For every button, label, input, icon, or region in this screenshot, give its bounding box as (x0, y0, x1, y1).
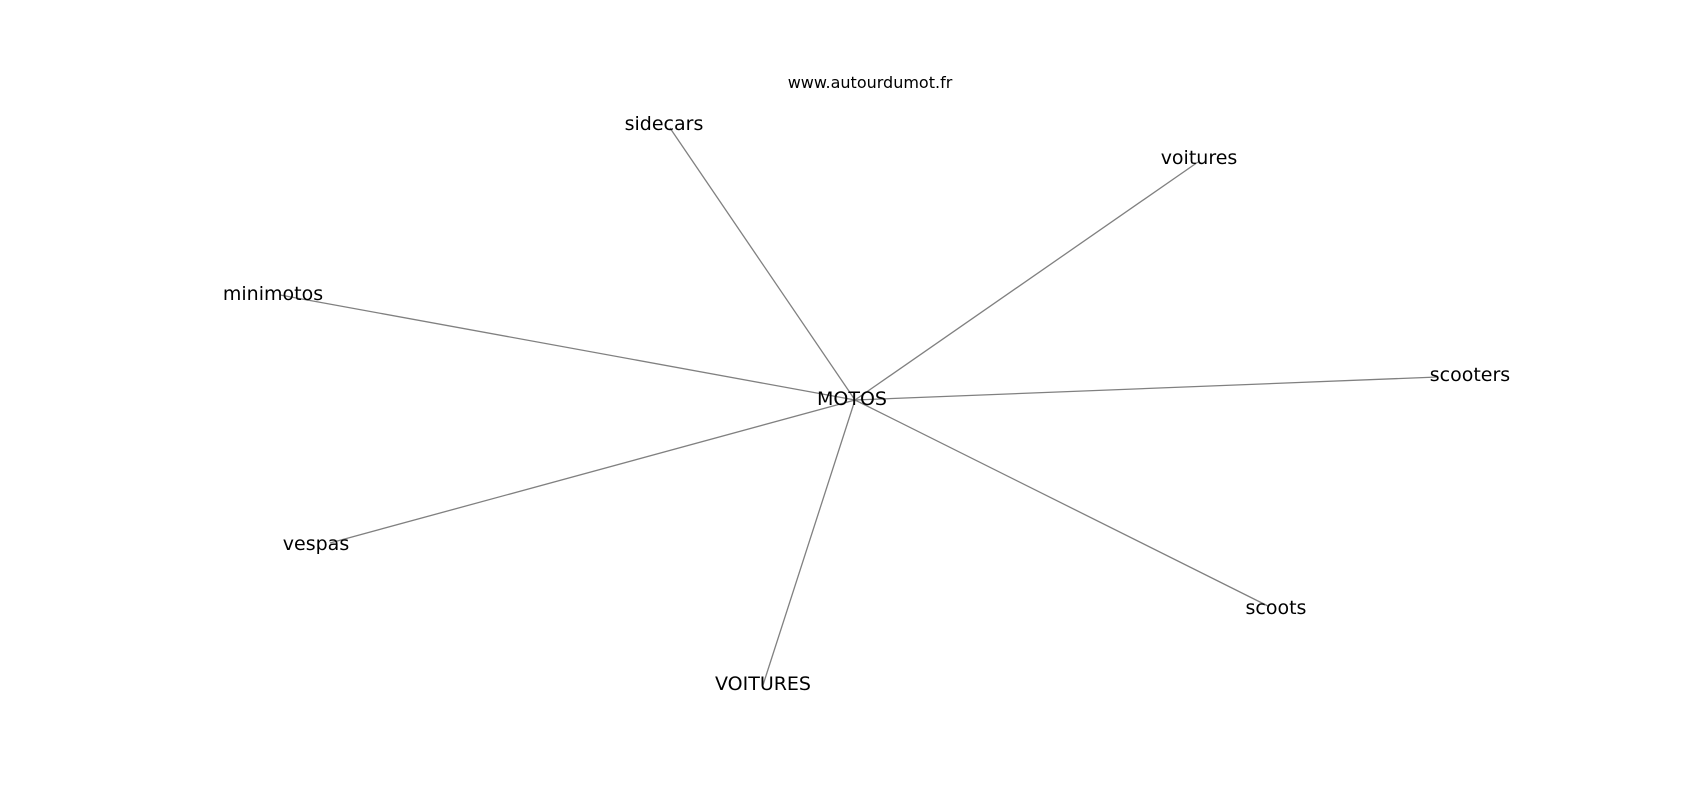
source-watermark: www.autourdumot.fr (788, 73, 953, 92)
node-vespas[interactable]: vespas (283, 533, 349, 555)
node-center-motos[interactable]: MOTOS (817, 388, 887, 410)
edge-motos-voitures-upper (762, 399, 856, 686)
edge-motos-minimotos (279, 294, 856, 401)
node-scooters[interactable]: scooters (1430, 364, 1510, 386)
edges-layer (279, 127, 1439, 686)
labels-layer: MOTOS sidecars voitures minimotos scoote… (223, 113, 1510, 695)
node-voitures-upper[interactable]: VOITURES (715, 673, 811, 695)
node-scoots[interactable]: scoots (1246, 597, 1307, 619)
edge-motos-scoots (854, 399, 1269, 607)
node-voitures[interactable]: voitures (1161, 147, 1238, 169)
edge-motos-sidecars (669, 127, 856, 401)
edge-motos-vespas (329, 399, 856, 544)
edge-motos-voitures (854, 161, 1199, 401)
node-minimotos[interactable]: minimotos (223, 283, 323, 305)
edge-motos-scooters (854, 376, 1439, 401)
node-sidecars[interactable]: sidecars (625, 113, 704, 135)
